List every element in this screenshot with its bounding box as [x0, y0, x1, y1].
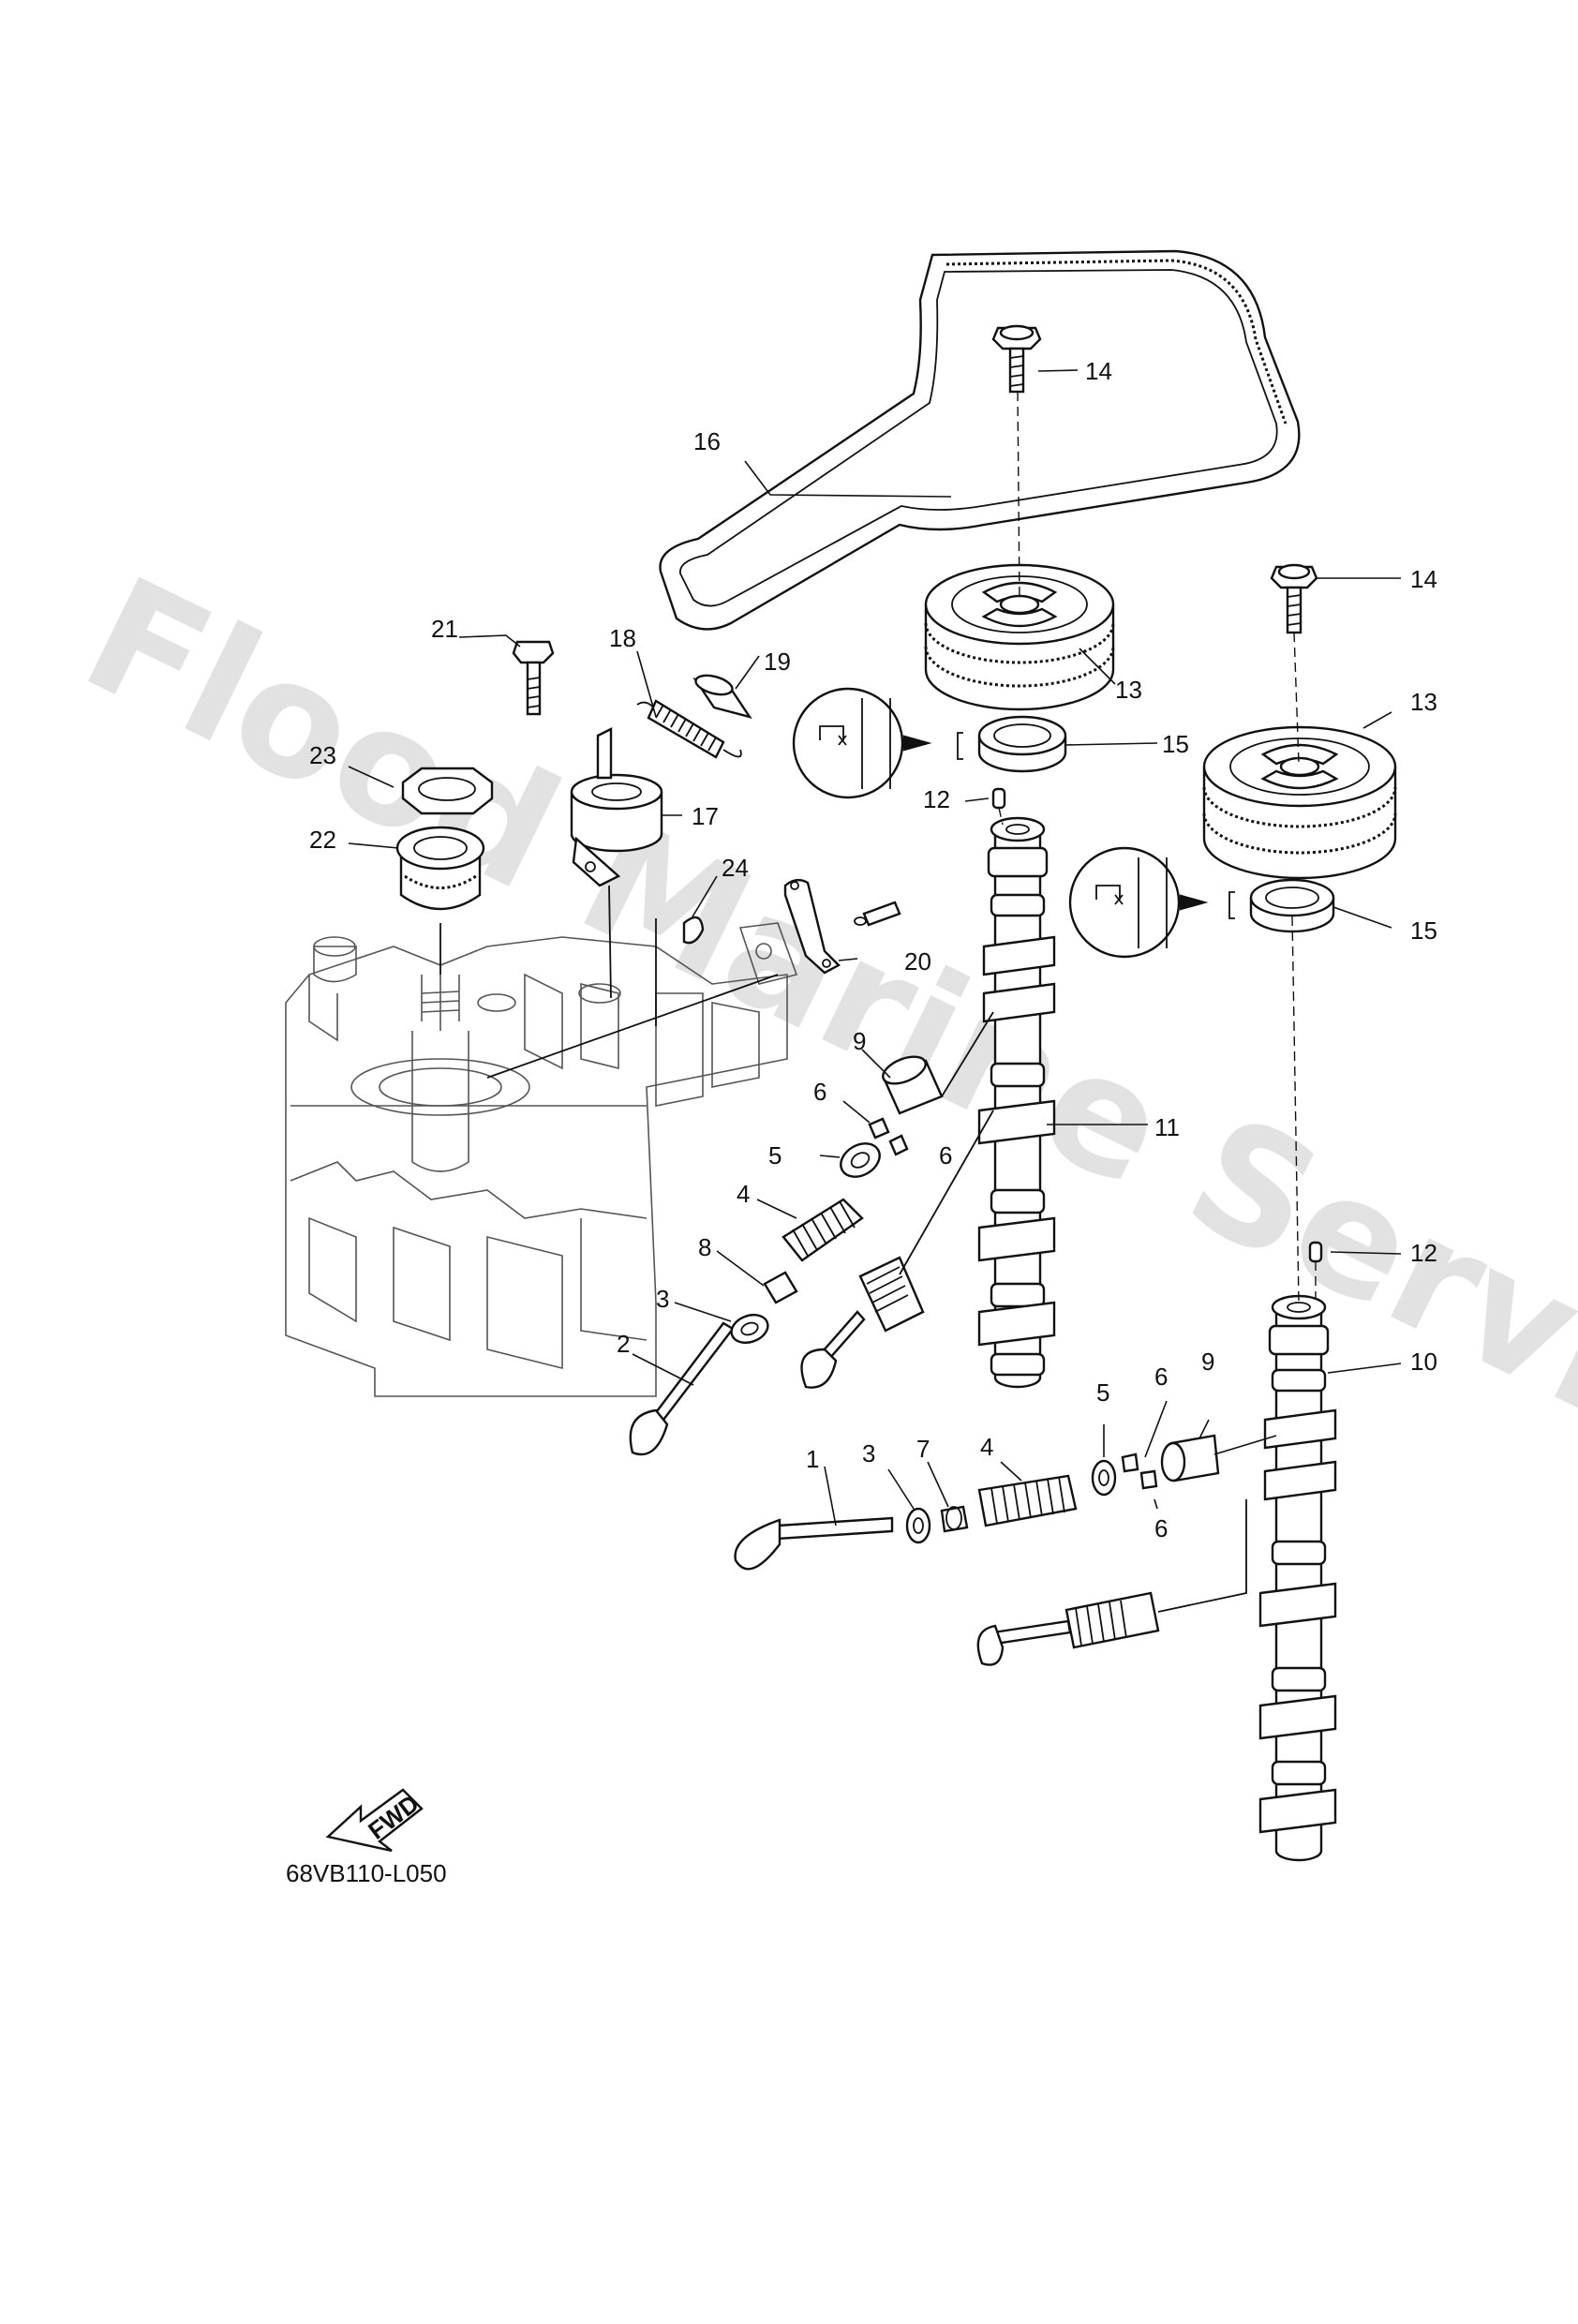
- oil-seal-15a: [977, 715, 1067, 773]
- callout-22: 22: [309, 826, 336, 854]
- collar-19: [692, 674, 752, 719]
- bracket-20: [783, 878, 901, 975]
- callout-9: 9: [1201, 1348, 1214, 1376]
- callout-13: 13: [1115, 676, 1142, 704]
- callout-15: 15: [1162, 730, 1189, 758]
- callout-1: 1: [806, 1445, 819, 1473]
- engine-block: [285, 922, 798, 1397]
- callout-4: 4: [980, 1433, 993, 1461]
- camshaft-pulley-13a: [924, 563, 1115, 711]
- callout-11: 11: [1154, 1113, 1180, 1141]
- timing-belt: [659, 249, 1301, 631]
- flange-bolt-14b: [1270, 563, 1318, 634]
- valve-cotter-6b: [888, 1134, 909, 1156]
- callout-5: 5: [1096, 1378, 1109, 1407]
- callout-labels: 1 2 3 3 4 4 5 5 6 6 6 6 7 8 9 9 10 11 12…: [309, 357, 1437, 1542]
- valve-spring-4a: [782, 1198, 864, 1262]
- drive-pulley-22: [395, 826, 485, 911]
- valve-spring-4b: [977, 1474, 1078, 1527]
- nut-23: [401, 767, 494, 815]
- callout-6: 6: [1154, 1363, 1168, 1391]
- callout-6: 6: [1154, 1514, 1168, 1542]
- callout-24: 24: [722, 854, 749, 882]
- callout-18: 18: [609, 624, 636, 652]
- callout-23: 23: [309, 741, 336, 769]
- bolt-21: [512, 640, 555, 716]
- callout-10: 10: [1410, 1348, 1437, 1376]
- valve-guide-8: [763, 1271, 798, 1304]
- valve-seal-3a: [730, 1313, 769, 1345]
- assembly-lines: [439, 391, 1317, 1613]
- callout-3: 3: [656, 1285, 669, 1313]
- valve-cotter-6c: [1121, 1452, 1139, 1473]
- drawing-code: 68VB110-L050: [286, 1859, 447, 1887]
- callout-5: 5: [768, 1141, 782, 1169]
- callout-21: 21: [431, 615, 458, 643]
- valve-seal-3b: [905, 1507, 931, 1544]
- valve-cotter-6a: [868, 1117, 890, 1140]
- callout-15: 15: [1410, 916, 1437, 945]
- valve-assembly-left: [800, 1256, 925, 1389]
- callout-14: 14: [1085, 357, 1112, 385]
- callout-16: 16: [693, 427, 721, 455]
- camshaft-10: [1258, 1294, 1337, 1862]
- seal-detail-bubble-a: [792, 687, 963, 799]
- camshaft-pulley-13b: [1202, 725, 1397, 880]
- callout-6: 6: [813, 1078, 826, 1106]
- seal-detail-bubble-b: [1068, 846, 1235, 959]
- valve-lifter-9b: [1160, 1434, 1220, 1482]
- callout-2: 2: [617, 1330, 630, 1358]
- callout-12: 12: [1410, 1239, 1437, 1267]
- callout-19: 19: [764, 648, 791, 676]
- callout-3: 3: [862, 1439, 875, 1467]
- callout-20: 20: [904, 947, 931, 976]
- valve-assembly-right: [976, 1591, 1160, 1666]
- flange-bolt-14a: [991, 324, 1042, 394]
- callout-7: 7: [916, 1435, 930, 1463]
- callout-8: 8: [698, 1233, 711, 1261]
- valve-cotter-6d: [1139, 1469, 1158, 1490]
- valve-lifter-9a: [882, 1055, 944, 1115]
- callout-9: 9: [853, 1027, 866, 1055]
- callout-17: 17: [692, 802, 719, 830]
- callout-6: 6: [939, 1141, 952, 1169]
- camshaft-11: [977, 816, 1056, 1389]
- valve-2: [629, 1321, 735, 1456]
- dowel-pin-12b: [1308, 1241, 1323, 1263]
- oil-seal-15b: [1249, 878, 1335, 933]
- valve-guide-7: [940, 1505, 969, 1533]
- spring-retainer-5b: [1091, 1459, 1117, 1497]
- fwd-arrow-icon: FWD: [325, 1788, 424, 1853]
- spring-retainer-5a: [840, 1142, 881, 1178]
- callout-12: 12: [923, 785, 950, 813]
- callout-4: 4: [737, 1180, 750, 1208]
- callout-13: 13: [1410, 688, 1437, 716]
- dowel-pin-12a: [991, 787, 1006, 810]
- callout-14: 14: [1410, 565, 1437, 593]
- tensioner-17: [570, 727, 663, 887]
- valve-1: [734, 1516, 894, 1571]
- leader-lines: [348, 369, 1402, 1527]
- tension-spring-18: [636, 699, 742, 759]
- woodruff-key-24: [682, 916, 705, 945]
